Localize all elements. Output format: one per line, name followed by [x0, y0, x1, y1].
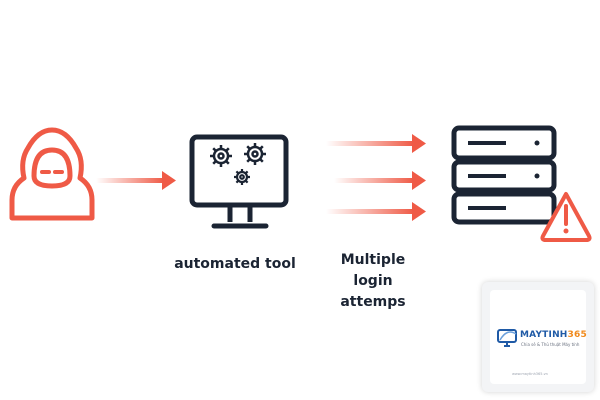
gear-icon — [244, 143, 266, 165]
label-multiple-login-attempts: Multiple login attemps — [318, 250, 428, 313]
gear-icon — [210, 145, 232, 167]
hacker-icon — [9, 127, 95, 221]
label-line: attemps — [340, 294, 406, 310]
arrow-multi-3 — [326, 202, 426, 221]
warning-icon — [540, 191, 592, 242]
arrow-multi-2 — [334, 171, 426, 190]
watermark-url: www.maytinh365.vn — [512, 372, 548, 376]
gear-icon — [234, 169, 250, 185]
monitor-gears-icon — [189, 134, 289, 229]
logo-monitor-icon — [497, 329, 517, 347]
watermark-card: MAYTINH365 Chia sẻ & Thủ thuật Máy tính … — [482, 282, 594, 392]
brand-part-2: 365 — [567, 330, 587, 340]
server-icon — [451, 125, 557, 225]
brand-part-1: MAYTINH — [520, 330, 568, 340]
label-line: Multiple — [340, 252, 406, 268]
label-automated-tool: automated tool — [174, 256, 296, 272]
arrow-multi-1 — [326, 134, 426, 153]
arrow-hacker-to-tool — [96, 171, 176, 190]
label-line: login — [353, 273, 393, 289]
watermark-brand: MAYTINH365 — [520, 330, 587, 340]
watermark-tagline: Chia sẻ & Thủ thuật Máy tính — [521, 342, 580, 347]
watermark-inner: MAYTINH365 Chia sẻ & Thủ thuật Máy tính … — [490, 290, 587, 384]
